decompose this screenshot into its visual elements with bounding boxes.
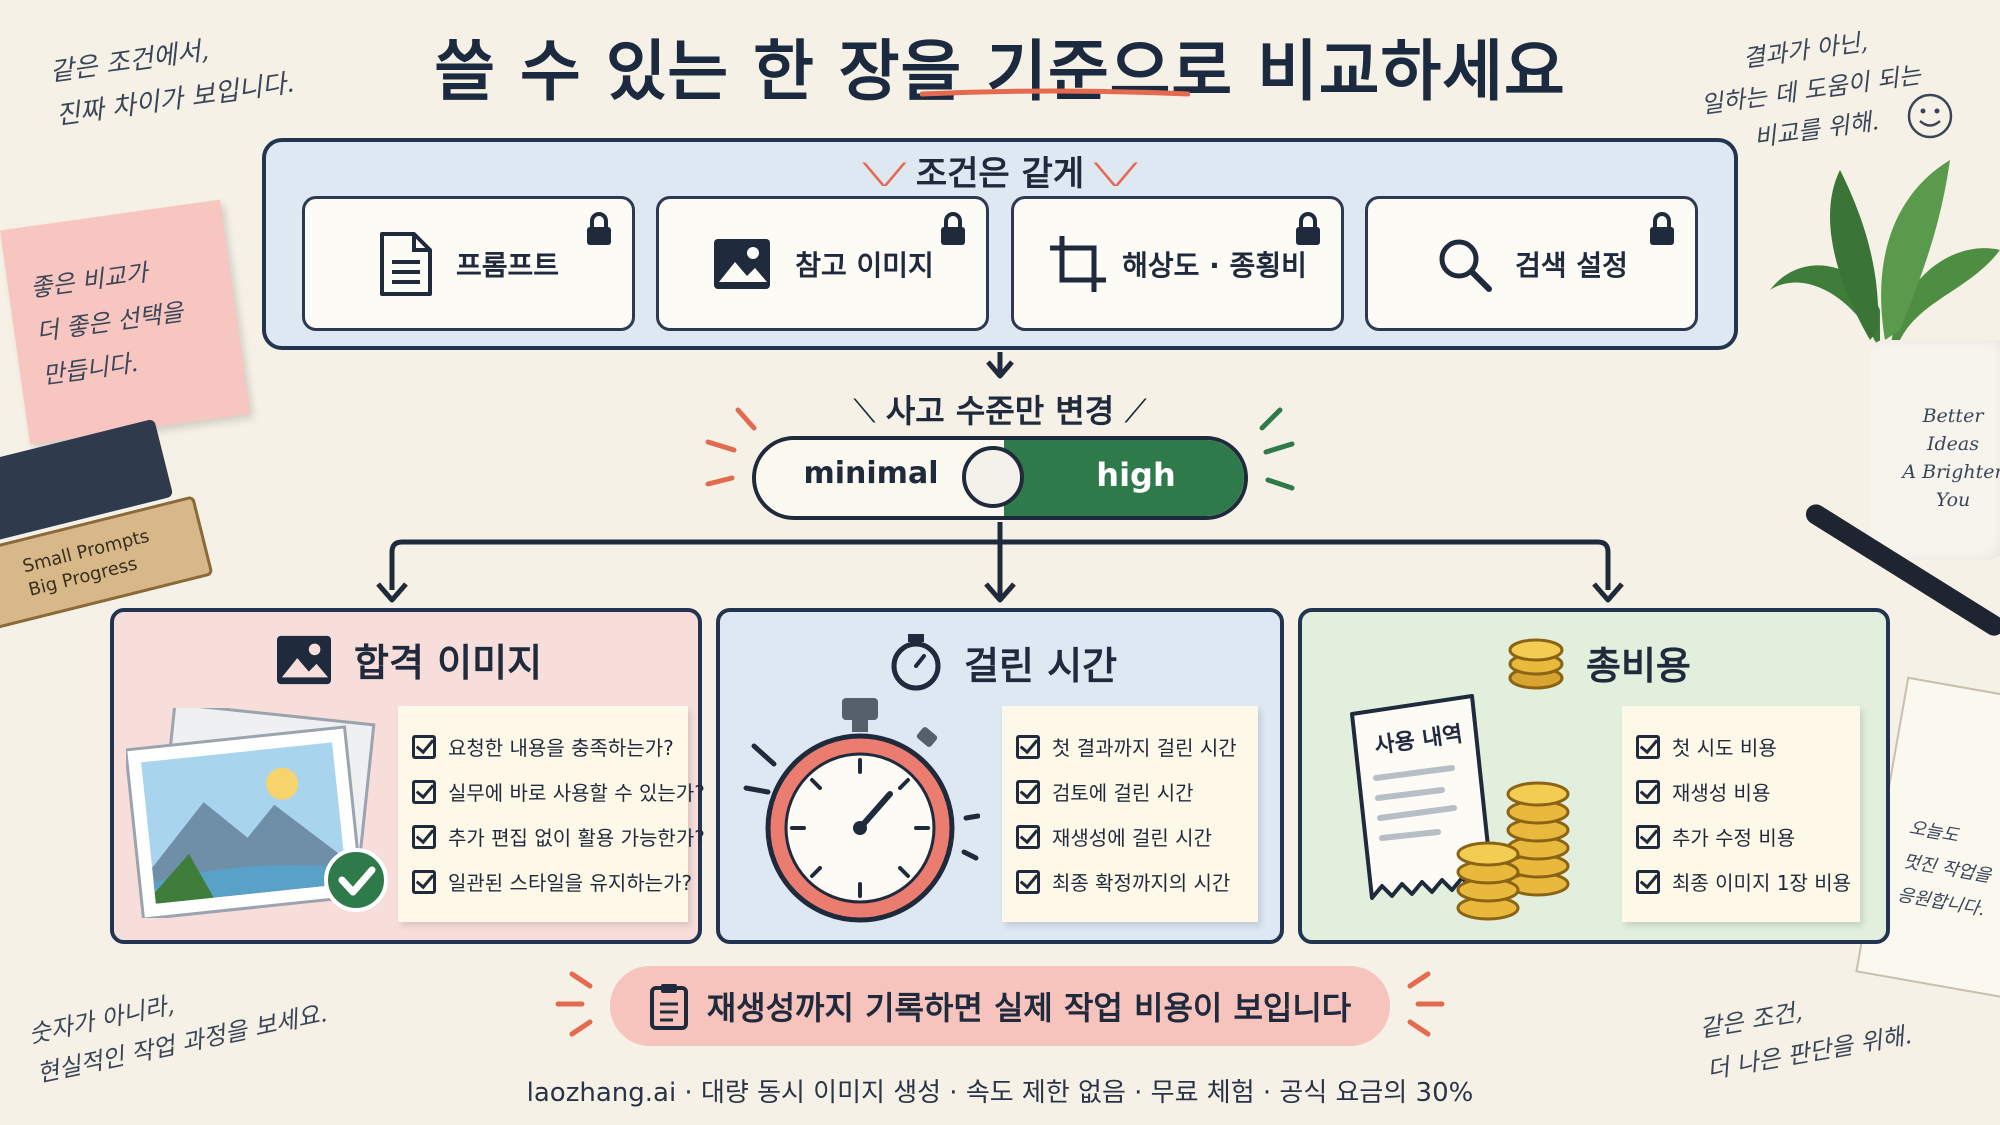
thinking-level-label: ⟍ 사고 수준만 변경 ⟋	[853, 392, 1147, 430]
checklist-item: 재생성 비용	[1636, 769, 1846, 814]
stopwatch-illustration	[743, 698, 980, 923]
crop-icon	[1050, 235, 1107, 292]
checklist-total-cost: 첫 시도 비용 재생성 비용 추가 수정 비용 최종 이미지 1장 비용	[1622, 706, 1860, 922]
footer-promo: laozhang.ai · 대량 동시 이미지 생성 · 속도 제한 없음 · …	[526, 1078, 1474, 1108]
coins-icon	[1508, 638, 1564, 690]
checkbox-icon	[412, 779, 436, 804]
checklist-time-taken: 첫 결과까지 걸린 시간 검토에 걸린 시간 재생성에 걸린 시간 최종 확정까…	[1002, 706, 1258, 922]
checkbox-icon	[1016, 779, 1040, 804]
condition-resolution-aspect: 해상도 · 종횡비	[1011, 196, 1344, 331]
lock-icon	[941, 212, 965, 245]
checklist-item: 최종 이미지 1장 비용	[1636, 859, 1851, 904]
checklist-item: 추가 편집 없이 활용 가능한가?	[412, 814, 705, 859]
stopwatch-icon	[891, 634, 941, 691]
checklist-item: 검토에 걸린 시간	[1016, 769, 1244, 814]
checkbox-icon	[412, 869, 436, 894]
checkbox-icon	[1636, 824, 1660, 849]
receipt-coins-illustration	[1350, 694, 1570, 921]
checklist-item: 일관된 스타일을 유지하는가?	[412, 859, 692, 904]
image-icon	[277, 635, 331, 684]
banner-sparks	[555, 971, 1445, 1037]
lock-icon	[1296, 212, 1320, 245]
page-title: 쓸 수 있는 한 장을 기준으로 비교하세요	[434, 33, 1566, 110]
lock-icon	[587, 212, 611, 245]
checklist-item: 재생성에 걸린 시간	[1016, 814, 1244, 859]
condition-search-settings: 검색 설정	[1365, 196, 1698, 331]
checkbox-icon	[1636, 779, 1660, 804]
checklist-item: 추가 수정 비용	[1636, 814, 1846, 859]
checkbox-icon	[1636, 869, 1660, 894]
checkbox-icon	[1016, 734, 1040, 759]
flow-arrows	[376, 352, 1624, 603]
checklist-item: 실무에 바로 사용할 수 있는가?	[412, 769, 705, 814]
smiley-icon	[1907, 93, 1953, 139]
checkbox-icon	[1636, 734, 1660, 759]
panel-time-taken: 걸린 시간 첫 결과까지 걸린 시간 검토에 걸린 시간 재생성에 걸린 시간 …	[716, 608, 1284, 944]
document-icon	[379, 231, 432, 296]
checklist-item: 최종 확정까지의 시간	[1016, 859, 1244, 904]
checkbox-icon	[1016, 869, 1040, 894]
toggle-option-high[interactable]: high	[1096, 456, 1176, 494]
condition-prompt: 프롬프트	[302, 196, 635, 331]
checkbox-icon	[1016, 824, 1040, 849]
clipboard-icon	[649, 984, 688, 1030]
checkbox-icon	[412, 824, 436, 849]
toggle-active-track	[1004, 440, 1244, 516]
checkbox-icon	[412, 734, 436, 759]
plant-pot: Better Ideas A Brighter You	[1870, 340, 2000, 560]
lock-icon	[1650, 212, 1674, 245]
panel-total-cost: 총비용 사용 내역 첫 시도 비용 재생성 비용 추가 수정 비용 최종 이미지…	[1298, 608, 1890, 944]
checklist-item: 첫 결과까지 걸린 시간	[1016, 724, 1244, 769]
panel-passing-image: 합격 이미지 요청한 내용을 충족하는가? 실무에 바로 사용할 수 있는가? …	[110, 608, 705, 944]
toggle-option-minimal[interactable]: minimal	[803, 456, 939, 491]
condition-reference-image: 참고 이미지	[656, 196, 989, 331]
plant	[1760, 150, 2000, 360]
checklist-item: 첫 시도 비용	[1636, 724, 1846, 769]
checklist-item: 요청한 내용을 충족하는가?	[412, 724, 674, 769]
checklist-passing-image: 요청한 내용을 충족하는가? 실무에 바로 사용할 수 있는가? 추가 편집 없…	[398, 706, 705, 922]
summary-banner: 재생성까지 기록하면 실제 작업 비용이 보입니다	[610, 966, 1390, 1046]
image-icon	[714, 238, 771, 289]
landscape-photo-illustration	[126, 708, 388, 918]
conditions-title: ⟍⟋ 조건은 같게 ⟍⟋	[863, 154, 1137, 194]
title-underline	[920, 88, 1190, 97]
toggle-knob[interactable]	[962, 446, 1024, 508]
search-icon	[1439, 239, 1493, 292]
